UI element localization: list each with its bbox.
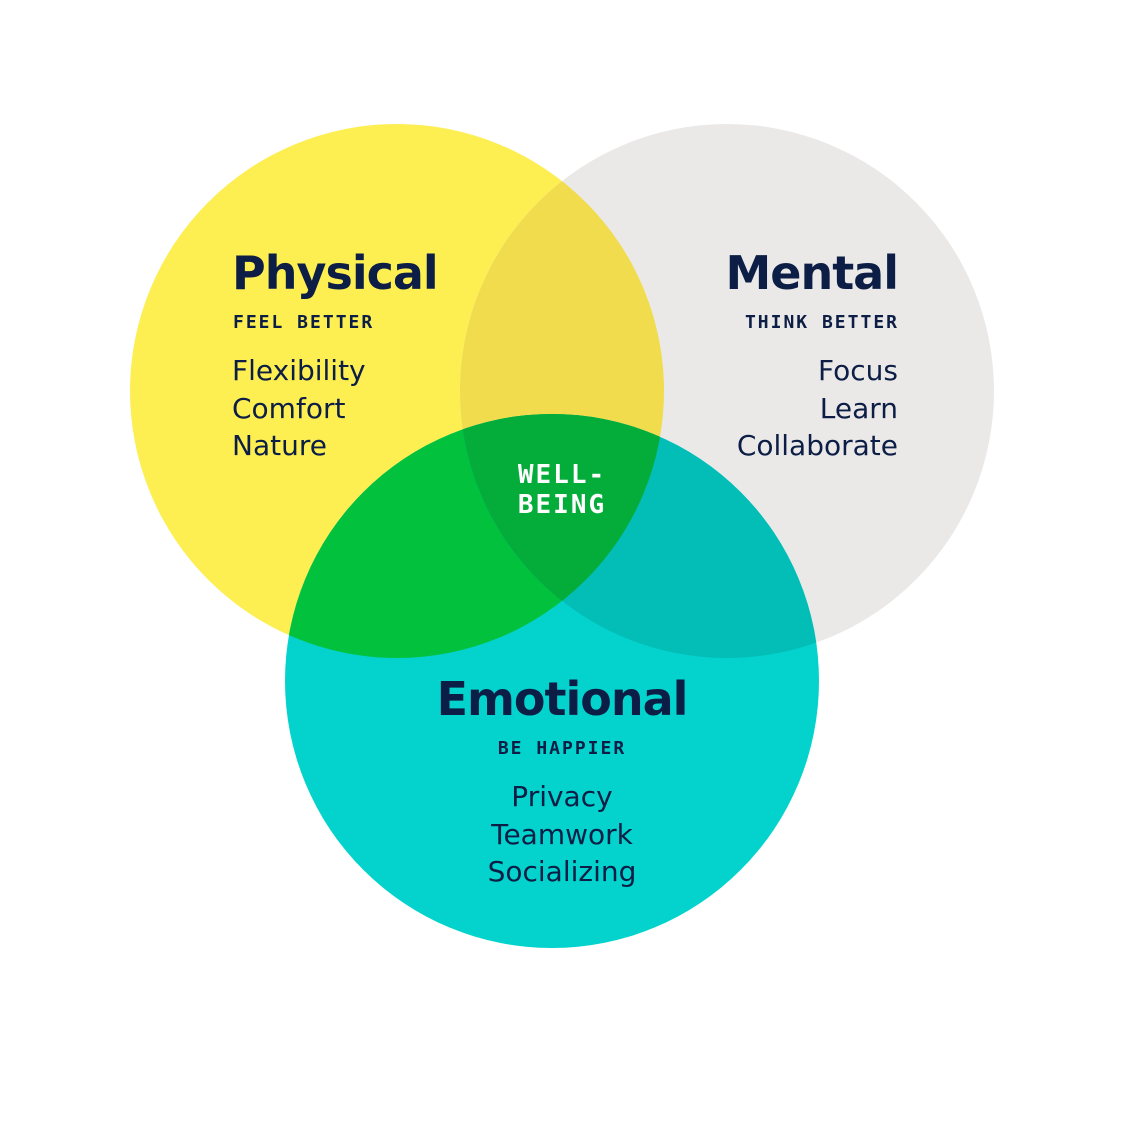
mental-item: Collaborate [736, 429, 898, 462]
physical-item: Nature [232, 429, 327, 462]
well-being-label: WELL- BEING [517, 460, 607, 520]
mental-emotional-overlap [460, 414, 819, 658]
emotional-tagline: BE HAPPIER [497, 738, 627, 759]
emotional-item: Teamwork [491, 817, 633, 851]
emotional-item: Privacy [511, 780, 613, 813]
physical-item: Comfort [232, 391, 346, 425]
emotional-item: Socializing [487, 855, 637, 888]
emotional-items-list: Privacy Teamwork Socializing [362, 778, 762, 891]
mental-tagline: THINK BETTER [744, 312, 899, 333]
mental-item: Focus [818, 354, 898, 387]
emotional-title: Emotional [436, 672, 689, 726]
physical-item: Flexibility [232, 354, 366, 387]
mental-items-list: Focus Learn Collaborate [737, 352, 898, 465]
physical-tagline: FEEL BETTER [233, 312, 375, 333]
physical-emotional-overlap [285, 414, 664, 658]
physical-title: Physical [232, 246, 439, 300]
mental-item: Learn [819, 391, 898, 425]
mental-title: Mental [725, 246, 899, 300]
physical-items-list: Flexibility Comfort Nature [232, 352, 366, 465]
